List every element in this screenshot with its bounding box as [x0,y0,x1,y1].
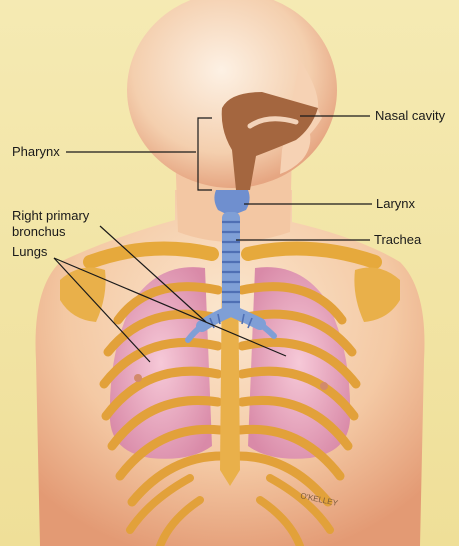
right-primary-bronchus-label-line2: bronchus [12,224,66,239]
left-nipple [134,374,142,382]
trachea-label: Trachea [374,232,422,247]
larynx-label: Larynx [376,196,416,211]
right-primary-bronchus-label-line1: Right primary [12,208,90,223]
nasal-cavity-label: Nasal cavity [375,108,446,123]
larynx-shape [214,190,249,214]
lungs-label: Lungs [12,244,48,259]
right-nipple [320,382,328,390]
pharynx-label: Pharynx [12,144,60,159]
trachea-shape [222,212,240,314]
